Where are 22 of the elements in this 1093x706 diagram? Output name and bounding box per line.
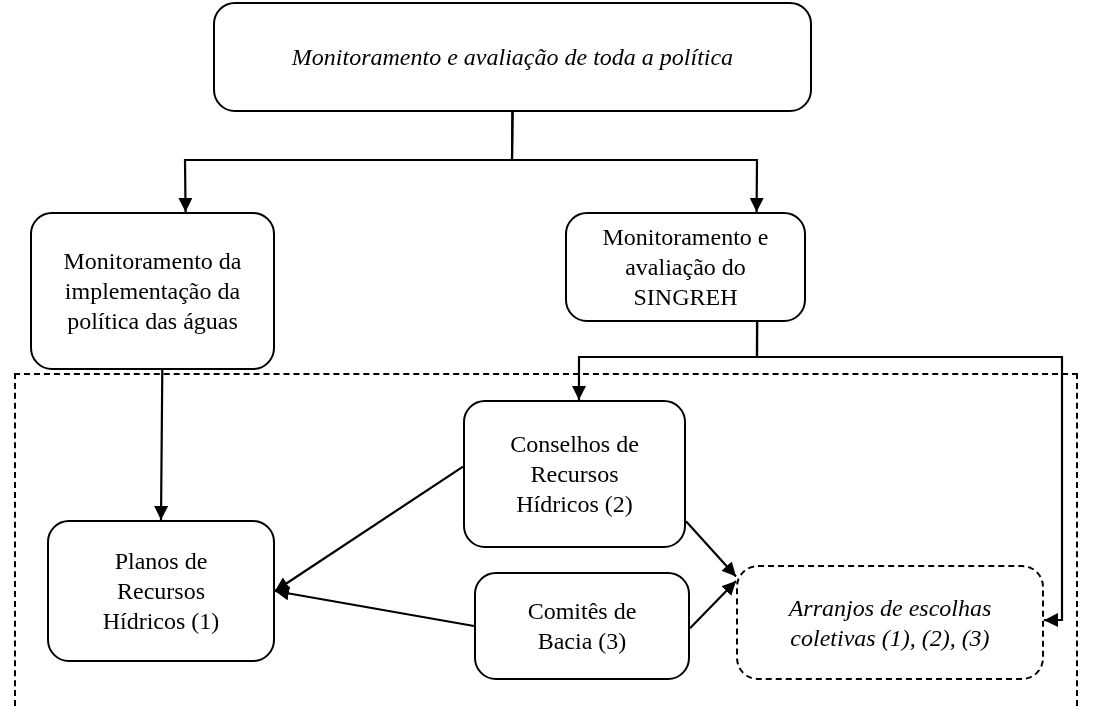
node-label: Monitoramento da implementação da política das águas [62, 247, 243, 336]
process-box [213, 2, 812, 112]
node-label: Conselhos de Recursos Hídricos (2) [509, 430, 640, 519]
arrow [510, 112, 764, 212]
process-box [463, 400, 686, 548]
arrow [274, 465, 464, 592]
process-box [30, 212, 275, 370]
process-box [565, 212, 806, 322]
node-label: Monitoramento e avaliação de toda a política [291, 43, 734, 72]
arrow [755, 322, 1064, 628]
arrow [685, 520, 737, 578]
process-box [47, 520, 275, 662]
node-label: Planos de Recursos Hídricos (1) [101, 547, 221, 636]
node-label: Comitês de Bacia (3) [526, 597, 638, 656]
arrow [689, 580, 737, 629]
arrow [274, 586, 475, 628]
dashed-process-box [736, 565, 1044, 680]
arrow [154, 370, 169, 520]
process-box [474, 572, 690, 680]
node-label: Arranjos de escolhas coletivas (1), (2), (3) [786, 593, 993, 653]
node-label: Monitoramento e avaliação do SINGREH [601, 223, 770, 312]
dashed-boundary [14, 373, 1078, 706]
